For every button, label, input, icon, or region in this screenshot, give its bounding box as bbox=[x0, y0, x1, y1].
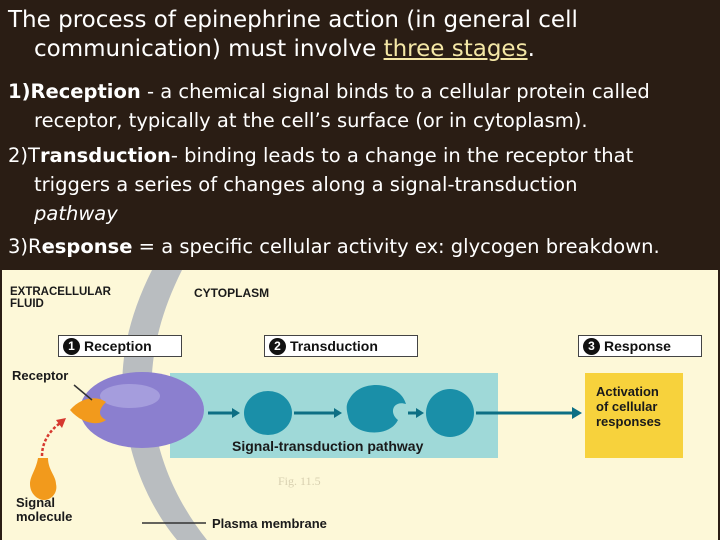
title-line-2: communication) must involve three stages… bbox=[8, 35, 708, 64]
figure-reference: Fig. 11.5 bbox=[278, 474, 321, 488]
stage-number: 1 bbox=[63, 337, 80, 355]
stage-number: 3 bbox=[583, 337, 600, 355]
relay-molecule-2 bbox=[346, 385, 406, 433]
plasma-membrane-label: Plasma membrane bbox=[212, 516, 327, 531]
stage-item-reception: 1)Reception - a chemical signal binds to… bbox=[8, 77, 718, 135]
item-description: = a specific cellular activity ex: glyco… bbox=[132, 235, 660, 258]
title-line-2-text: communication) must involve bbox=[34, 36, 384, 62]
item-number: 3)R bbox=[8, 235, 42, 258]
figure-graphics bbox=[2, 270, 718, 540]
slide-text: The process of epinephrine action (in ge… bbox=[8, 6, 718, 261]
response-box bbox=[585, 373, 683, 458]
item-term: esponse bbox=[41, 235, 133, 258]
stage-label: Reception bbox=[84, 338, 152, 354]
stage-label: Transduction bbox=[290, 338, 378, 354]
pathway-arrows bbox=[208, 407, 582, 419]
pathway-label: Signal-transduction pathway bbox=[232, 438, 424, 454]
item-description: - binding leads to a change in the recep… bbox=[170, 144, 634, 167]
receptor-highlight bbox=[100, 384, 160, 408]
binding-arrowhead bbox=[56, 418, 66, 428]
slide-title: The process of epinephrine action (in ge… bbox=[8, 6, 708, 64]
stage-item-transduction: 2)Transduction- binding leads to a chang… bbox=[8, 141, 718, 228]
item-number: 2)T bbox=[8, 144, 40, 167]
item-continuation: receptor, typically at the cell’s surfac… bbox=[34, 109, 588, 132]
stage-item-response: 3)Response = a specific cellular activit… bbox=[8, 232, 718, 261]
item-number: 1) bbox=[8, 80, 31, 103]
item-continuation-italic: pathway bbox=[34, 202, 118, 225]
binding-arrow bbox=[40, 420, 63, 457]
title-period: . bbox=[527, 36, 535, 62]
response-label: Activation of cellular responses bbox=[596, 384, 662, 429]
item-description: - a chemical signal binds to a cellular … bbox=[140, 80, 650, 103]
bound-signal-molecule bbox=[70, 398, 106, 424]
relay-molecule-3 bbox=[426, 389, 474, 437]
extracellular-label: EXTRACELLULAR FLUID bbox=[10, 286, 111, 310]
title-line-1: The process of epinephrine action (in ge… bbox=[8, 7, 578, 33]
item-term: ransduction bbox=[39, 144, 171, 167]
item-term: Reception bbox=[30, 80, 141, 103]
receptor-label: Receptor bbox=[12, 368, 69, 383]
item-continuation: triggers a series of changes along a sig… bbox=[34, 173, 578, 196]
cytoplasm-label: CYTOPLASM bbox=[194, 286, 270, 300]
stage-number: 2 bbox=[269, 337, 286, 355]
relay-molecule-1 bbox=[244, 391, 292, 435]
free-signal-molecule bbox=[30, 458, 57, 500]
stage-label: Response bbox=[604, 338, 671, 354]
receptor-label-line bbox=[73, 384, 93, 401]
signal-molecule-label: Signal molecule bbox=[16, 495, 73, 524]
three-stages-link: three stages bbox=[383, 36, 528, 62]
